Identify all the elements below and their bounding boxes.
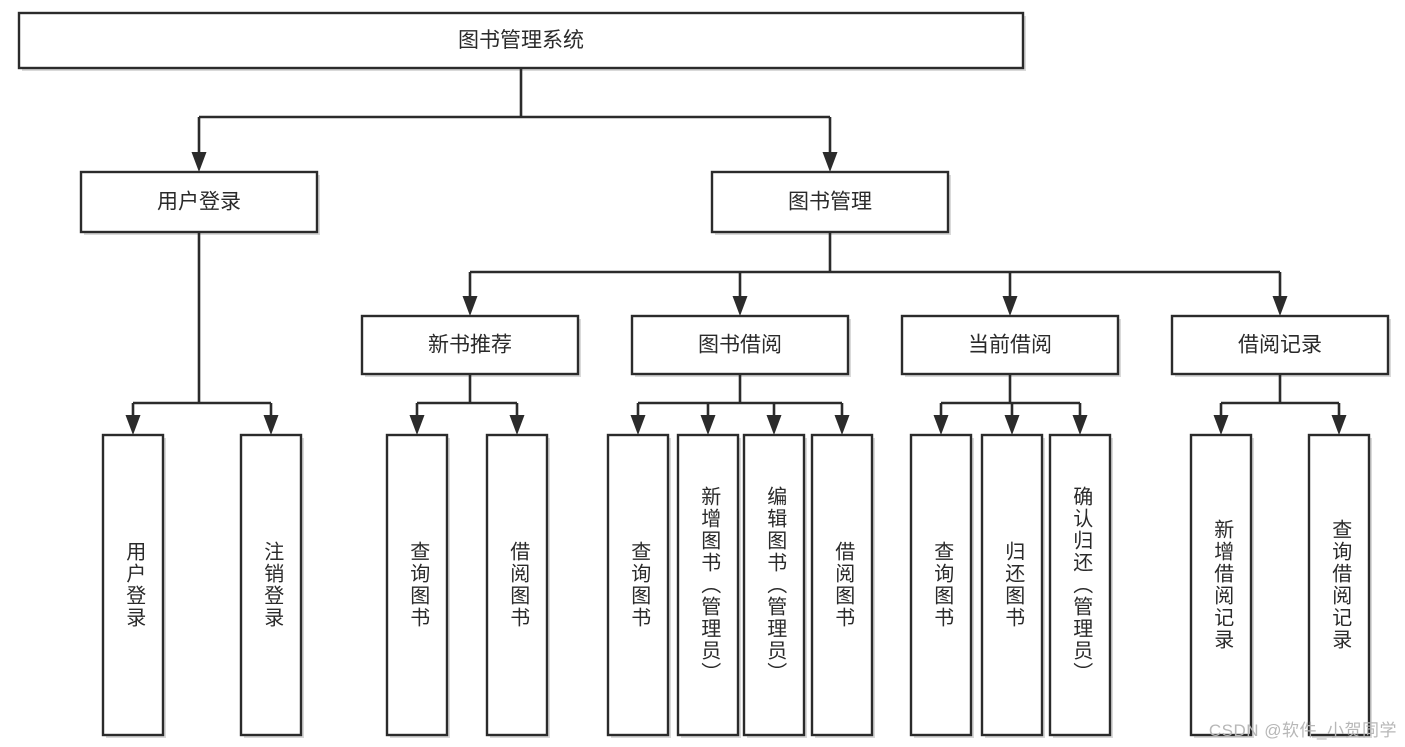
node-label: 图书管理	[788, 191, 872, 214]
arrow-head	[462, 296, 478, 316]
node-leaf-rec-query-record[interactable]	[1307, 433, 1372, 738]
node-label: 图书管理系统	[458, 29, 584, 52]
node-leaf-rec-add-record[interactable]	[1189, 433, 1254, 738]
node-label: 借阅记录	[1238, 334, 1322, 357]
node-leaf-cur-confirm-return[interactable]	[1048, 433, 1113, 738]
node-book-manage[interactable]: 图书管理	[710, 170, 951, 235]
node-leaf-borrow-add-book[interactable]	[676, 433, 741, 738]
box-outline	[485, 433, 549, 737]
watermark-text: CSDN @软件_小贺同学	[1208, 721, 1397, 740]
box-outline	[360, 314, 580, 376]
box-outline	[17, 11, 1025, 70]
node-leaf-cur-return-book[interactable]	[980, 433, 1045, 738]
arrow-head	[834, 415, 850, 435]
node-leaf-user-login[interactable]	[101, 433, 166, 738]
node-leaf-user-logout[interactable]	[239, 433, 304, 738]
arrow-head	[1072, 415, 1088, 435]
node-leaf-borrow-query-book[interactable]	[606, 433, 671, 738]
node-leaf-rec-query-book[interactable]	[385, 433, 450, 738]
arrow-head	[263, 415, 279, 435]
arrow-head	[409, 415, 425, 435]
box-outline	[1170, 314, 1390, 376]
box-outline	[1189, 433, 1253, 737]
arrow-head	[1004, 415, 1020, 435]
node-book-borrow[interactable]: 图书借阅	[630, 314, 851, 377]
arrow-head	[700, 415, 716, 435]
arrow-head	[766, 415, 782, 435]
arrow-head	[125, 415, 141, 435]
box-outline	[980, 433, 1044, 737]
arrow-head	[822, 152, 838, 172]
arrow-head	[630, 415, 646, 435]
arrow-head	[1002, 296, 1018, 316]
arrow-head	[1213, 415, 1229, 435]
node-leaf-rec-borrow-book[interactable]	[485, 433, 550, 738]
node-user-login[interactable]: 用户登录	[79, 170, 320, 235]
box-outline	[742, 433, 806, 737]
arrow-head	[509, 415, 525, 435]
box-outline	[676, 433, 740, 737]
arrow-head	[732, 296, 748, 316]
node-leaf-borrow-borrow-book[interactable]	[810, 433, 875, 738]
node-label: 新书推荐	[428, 334, 512, 357]
box-outline	[900, 314, 1120, 376]
node-current-borrow[interactable]: 当前借阅	[900, 314, 1121, 377]
node-label: 用户登录	[157, 191, 241, 214]
box-outline	[810, 433, 874, 737]
box-outline	[606, 433, 670, 737]
box-outline	[239, 433, 303, 737]
box-outline	[1307, 433, 1371, 737]
node-borrow-record[interactable]: 借阅记录	[1170, 314, 1391, 377]
box-outline	[1048, 433, 1112, 737]
arrow-head	[933, 415, 949, 435]
node-root[interactable]: 图书管理系统	[17, 11, 1026, 71]
arrow-head	[1272, 296, 1288, 316]
node-label: 当前借阅	[968, 334, 1052, 357]
node-leaf-borrow-edit-book[interactable]	[742, 433, 807, 738]
node-leaf-cur-query-book[interactable]	[909, 433, 974, 738]
arrow-head	[191, 152, 207, 172]
box-outline	[101, 433, 165, 737]
node-label: 图书借阅	[698, 334, 782, 357]
box-outline	[710, 170, 950, 234]
box-outline	[385, 433, 449, 737]
arrow-head	[1331, 415, 1347, 435]
box-outline	[909, 433, 973, 737]
node-new-book-rec[interactable]: 新书推荐	[360, 314, 581, 377]
